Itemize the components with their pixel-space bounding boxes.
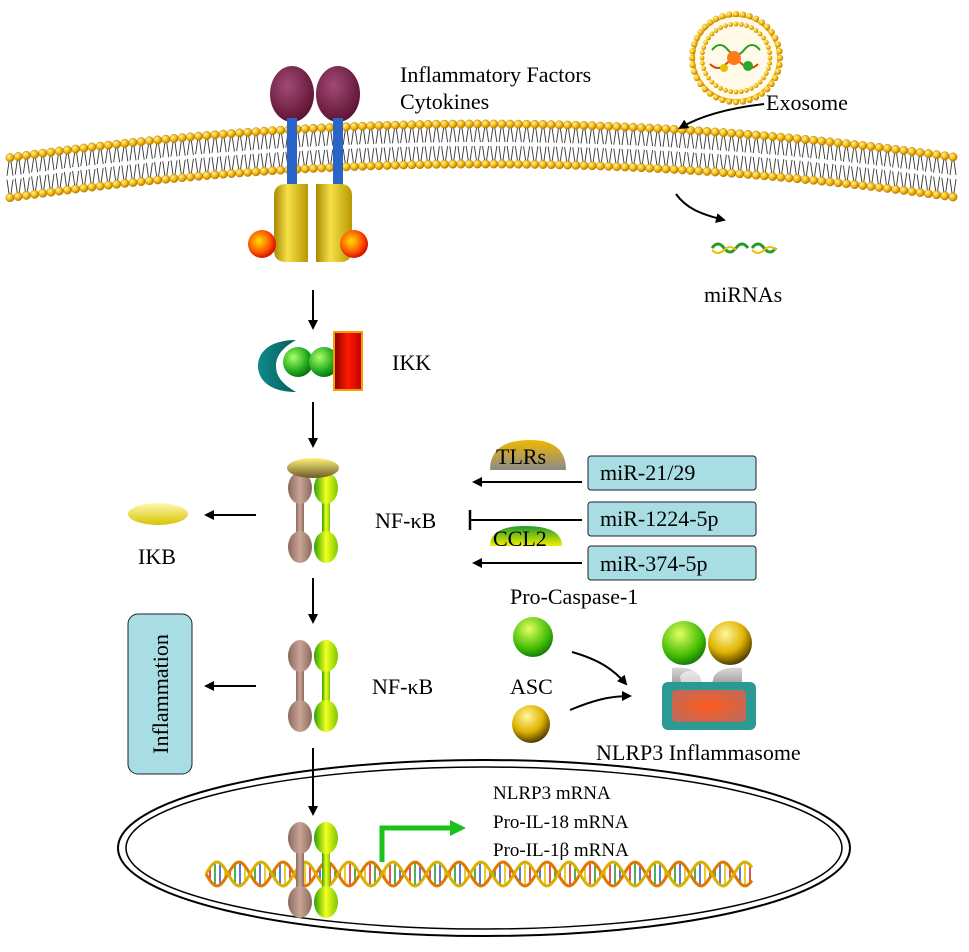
mirna-release-arrow: [675, 193, 726, 223]
ikk-kinase-block: [333, 331, 363, 391]
nfkb-dimer-dna-bound: [288, 822, 338, 918]
receptor-label-line2: Cytokines: [400, 89, 489, 114]
receptor-ligand-left: [270, 66, 314, 122]
pro-caspase-label: Pro-Caspase-1: [510, 584, 638, 609]
exosome-vesicle: [688, 10, 784, 106]
mirna-strands: [710, 242, 778, 254]
asc-label: ASC: [510, 674, 553, 699]
ikk-alpha-subunit: [283, 347, 313, 377]
dna-helix: [204, 860, 754, 888]
mrna-il1b-label: Pro-IL-1β mRNA: [493, 840, 629, 861]
receptor-stalk-right: [333, 118, 343, 190]
nlrp3-inflammasome: [662, 621, 756, 730]
ikb-label: IKB: [138, 544, 176, 569]
nfkb-dimer-free: [288, 640, 338, 732]
receptor-ligand-right: [316, 66, 360, 122]
asc-to-inflammasome-arrow: [569, 691, 632, 711]
cell-membrane: [5, 119, 958, 203]
inflammation-label: Inflammation: [148, 634, 173, 754]
ikk-gamma-subunit: [258, 340, 296, 392]
nfkb-ikb-complex: [287, 458, 339, 563]
pro-caspase-to-inflammasome-arrow: [571, 651, 628, 686]
nfkb-lower-label: NF-κB: [372, 674, 433, 699]
receptor-stalk-left: [287, 118, 297, 190]
tlrs-label: TLRs: [496, 444, 546, 469]
asc-ball: [512, 705, 550, 743]
ccl2-label: CCL2: [493, 526, 547, 551]
mir-1224-box: [587, 501, 757, 537]
ikb-free: [128, 503, 188, 525]
tlrs-cap: [490, 440, 566, 470]
ccl2-cap: [490, 526, 562, 546]
mir-374-label: miR-374-5p: [600, 551, 708, 576]
nfkb-upper-label: NF-κB: [375, 508, 436, 533]
receptor-kinase-right: [340, 230, 368, 258]
ikk-complex: [258, 331, 363, 392]
mir-1224-label: miR-1224-5p: [600, 506, 719, 531]
mrna-il18-label: Pro-IL-18 mRNA: [493, 812, 629, 833]
cytokine-receptor: [248, 66, 368, 262]
transcription-start-arrow: [379, 820, 466, 862]
ikb-bound-cap: [287, 458, 339, 478]
receptor-kinase-left: [248, 230, 276, 258]
pro-caspase-1-ball: [513, 617, 553, 657]
receptor-base-left: [274, 184, 308, 262]
mir-374-box: [587, 545, 757, 581]
exosome-label: Exosome: [766, 90, 848, 115]
mirnas-label: miRNAs: [704, 282, 782, 307]
ikk-label: IKK: [392, 350, 431, 375]
receptor-label-line1: Inflammatory Factors: [400, 62, 591, 87]
mir-21-29-label: miR-21/29: [600, 460, 695, 485]
inflammasome-label: NLRP3 Inflammasome: [596, 740, 801, 765]
nfkb-dimer-upper: [288, 472, 338, 563]
mrna-nlrp3-label: NLRP3 mRNA: [493, 783, 611, 804]
ikk-beta-subunit: [309, 347, 339, 377]
nucleus-outer-membrane: [117, 759, 851, 937]
nucleus-inner-membrane: [125, 766, 843, 930]
exosome-fusion-arrow: [678, 103, 765, 130]
mir-21-29-box: [587, 455, 757, 491]
inflammation-box: [127, 613, 193, 775]
